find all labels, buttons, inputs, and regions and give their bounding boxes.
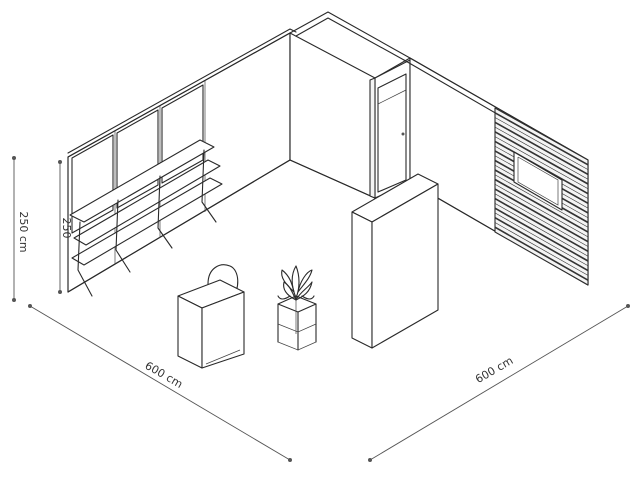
width-left-label: 600 cm <box>143 359 185 391</box>
front-partition <box>351 173 439 349</box>
height-total-label: 250 cm <box>17 211 30 252</box>
slat-line <box>494 188 589 243</box>
slat-line <box>494 136 589 190</box>
slat-line <box>494 226 589 281</box>
slat-line <box>494 121 589 176</box>
slat-line <box>494 131 589 185</box>
dimension-width-left: 600 cm <box>28 304 292 462</box>
dimension-height-total: 250 cm <box>12 156 30 302</box>
slat-line <box>494 231 589 286</box>
slat-line <box>494 217 589 272</box>
width-right-label: 600 cm <box>473 354 515 386</box>
wall-shelves <box>69 139 223 297</box>
counter <box>177 264 245 369</box>
slat-line <box>494 193 589 247</box>
dimension-height-shelf: 250 <box>58 160 73 294</box>
slat-line <box>494 222 589 276</box>
slat-line <box>494 197 589 252</box>
slat-line <box>494 203 589 257</box>
storage-room <box>369 59 411 199</box>
slat-line <box>494 207 589 262</box>
slat-line <box>494 184 589 238</box>
slat-line <box>494 117 589 170</box>
slat-line <box>494 174 589 228</box>
height-shelf-label: 250 <box>60 218 73 239</box>
slat-line <box>494 107 589 161</box>
slatwall <box>494 107 589 286</box>
slat-line <box>494 178 589 233</box>
slat-line <box>494 126 589 180</box>
slat-line <box>494 212 589 267</box>
plant-icon <box>277 265 315 301</box>
plant-stand <box>277 265 317 351</box>
slat-line <box>494 112 589 166</box>
